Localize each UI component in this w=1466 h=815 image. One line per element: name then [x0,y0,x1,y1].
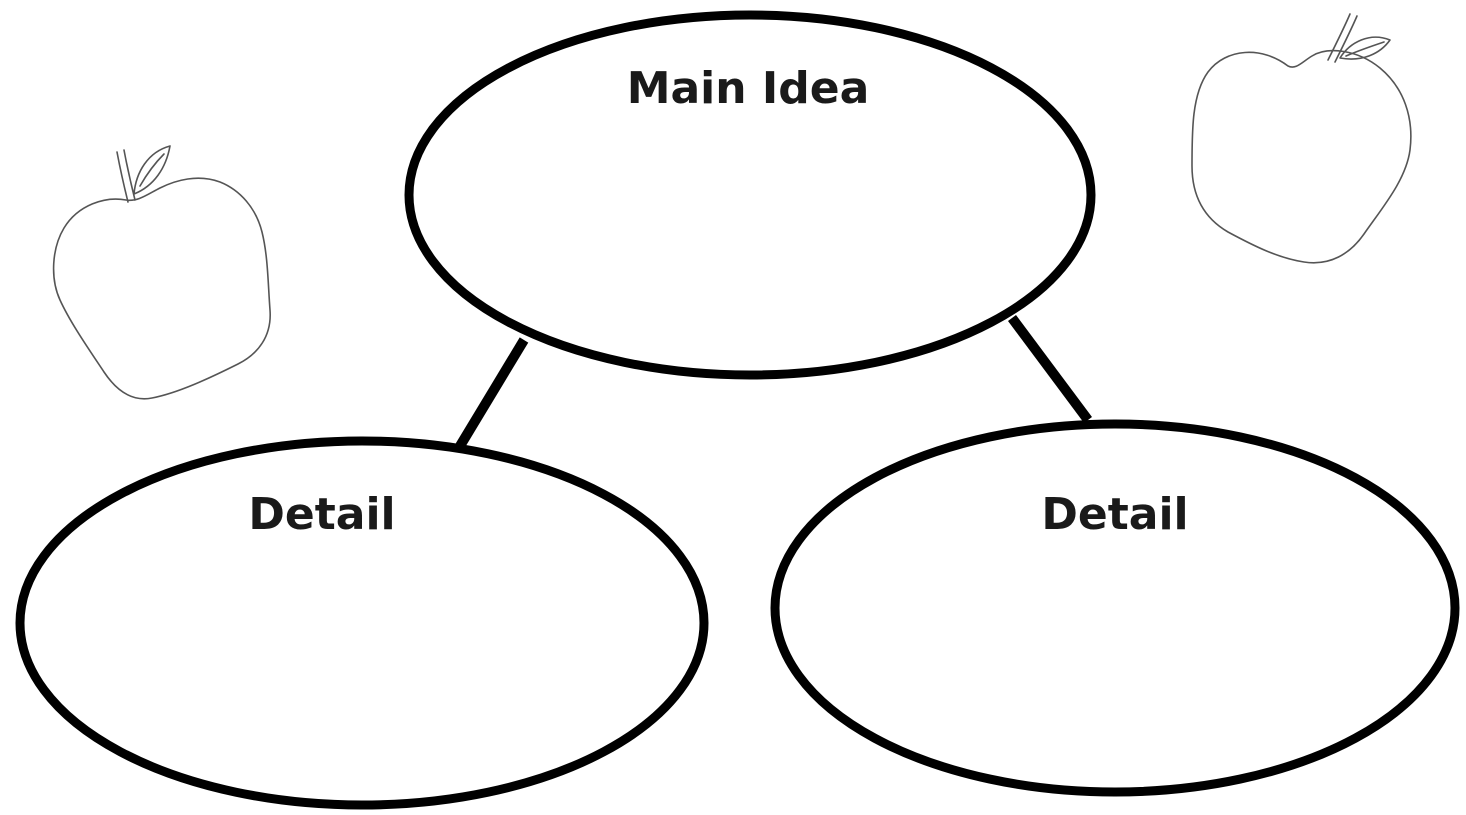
detail-left-ellipse [15,436,709,810]
apple-stem [1327,13,1358,63]
apple-leaf [133,145,171,195]
main-idea-ellipse [404,10,1096,380]
detail-node-left: Detail [15,436,709,810]
apple-body-outline [52,177,271,400]
detail-node-right: Detail [770,419,1460,797]
connector-main-to-left-detail [455,337,529,449]
apple-stem [116,149,136,203]
apple-icon [52,145,271,400]
apple-leaf [1339,36,1391,60]
apple-body-outline [1191,49,1412,264]
detail-left-label: Detail [248,489,395,540]
detail-right-ellipse [770,419,1460,797]
main-idea-label: Main Idea [627,63,870,114]
apple-icon [1191,13,1412,264]
connector-main-to-right-detail [1007,315,1093,423]
main-idea-node: Main Idea [404,10,1096,380]
detail-right-label: Detail [1041,489,1188,540]
